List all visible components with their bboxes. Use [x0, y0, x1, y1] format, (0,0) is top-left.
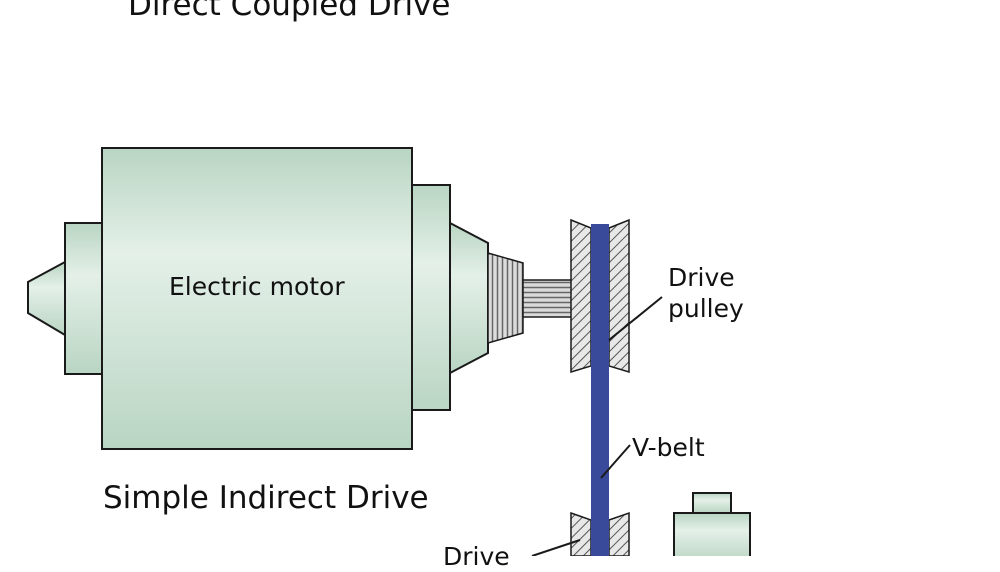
drive-illustration — [27, 147, 751, 564]
driven-pulley-left — [570, 511, 592, 557]
motor-rear-cone — [27, 260, 66, 337]
drive-pulley-label: Drive pulley — [668, 262, 744, 325]
driven-leader — [531, 539, 581, 557]
drive-pulley-right — [608, 218, 630, 374]
motor-front-cone — [449, 221, 489, 375]
driven-machine-cap — [692, 492, 732, 514]
diagram: Direct Coupled Drive Electric motor Driv… — [27, 0, 751, 571]
motor-shaft — [522, 279, 574, 318]
v-belt — [591, 224, 609, 556]
shaft-coupling — [487, 252, 524, 344]
drive-pulley-leader — [608, 296, 663, 341]
v-belt-label: V-belt — [632, 433, 705, 462]
driven-machine-body — [673, 512, 751, 564]
driven-pulley-right — [608, 511, 630, 557]
drive-pulley-label-line2: pulley — [668, 294, 744, 324]
motor-body — [101, 147, 413, 450]
drive-pulley-label-line1: Drive — [668, 263, 735, 292]
motor-label: Electric motor — [169, 272, 345, 301]
drive-pulley-left — [570, 218, 592, 374]
motor-front-flange — [411, 184, 451, 411]
driven-pulley-label: Drive — [443, 542, 510, 571]
v-belt-leader — [600, 444, 631, 479]
diagram-title-bottom: Simple Indirect Drive — [103, 480, 429, 516]
diagram-title-top: Direct Coupled Drive — [128, 0, 451, 23]
motor-rear-cap — [64, 222, 104, 375]
